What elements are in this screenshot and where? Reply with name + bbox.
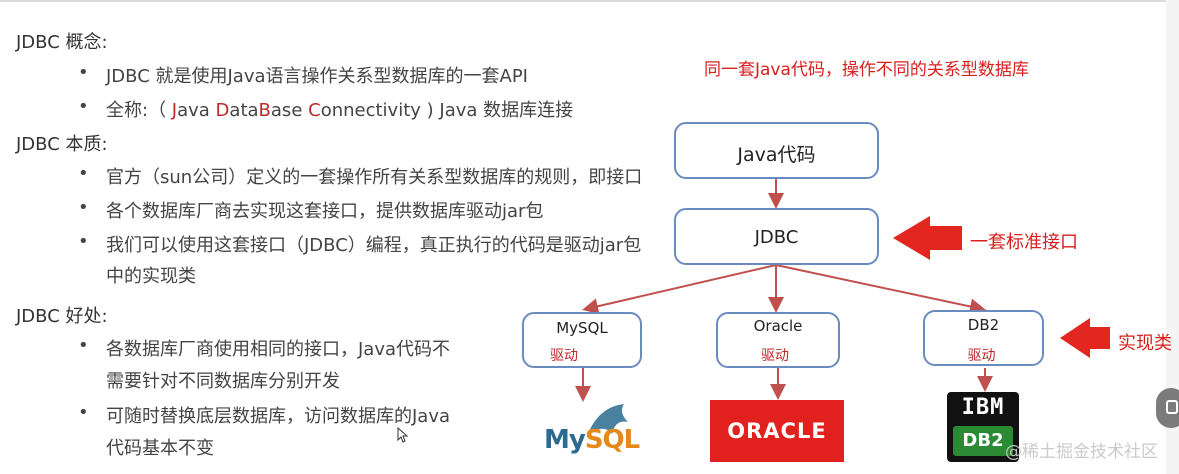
jdbc-box: JDBC — [674, 208, 879, 265]
standard-interface-note: 一套标准接口 — [970, 232, 1078, 253]
bullet-icon: • — [78, 197, 89, 218]
bullet-text: 各个数据库厂商去实现这套接口，提供数据库驱动jar包 — [106, 201, 544, 222]
bullet-text: JDBC 就是使用Java语言操作关系型数据库的一套API — [106, 66, 528, 87]
top-border — [0, 0, 1179, 2]
driver-name: MySQL — [556, 319, 608, 337]
bullet-icon: • — [78, 231, 89, 252]
driver-sub: 驱动 — [967, 348, 996, 364]
bullet-text: 各数据库厂商使用相同的接口，Java代码不 — [106, 339, 451, 360]
bullet-icon: • — [78, 62, 89, 83]
driver-sub: 驱动 — [550, 348, 578, 364]
driver-name: Oracle — [753, 317, 803, 335]
bullet-text: 官方（sun公司）定义的一套操作所有关系型数据库的规则，即接口 — [106, 167, 643, 188]
jdbc-label: JDBC — [754, 227, 799, 248]
bullet-icon: • — [78, 335, 89, 356]
implementation-note: 实现类 — [1118, 333, 1172, 354]
dolphin-icon — [588, 404, 628, 434]
db2-driver-box: DB2 驱动 — [923, 310, 1044, 366]
oracle-driver-box: Oracle 驱动 — [716, 312, 840, 368]
driver-sub: 驱动 — [761, 348, 789, 364]
section-title-concept: JDBC 概念: — [16, 32, 108, 53]
driver-name: DB2 — [967, 316, 1000, 334]
oracle-logo: ORACLE — [710, 400, 844, 462]
connector-jdbc-db2 — [775, 264, 986, 315]
bullet-icon: • — [78, 163, 89, 184]
mysql-wordmark: MySQL — [544, 425, 640, 455]
section-title-essence: JDBC 本质: — [16, 134, 108, 155]
java-code-label: Java代码 — [737, 144, 816, 166]
connector-jdbc-mysql — [582, 264, 777, 315]
watermark: @稀土掘金技术社区 — [1005, 442, 1158, 462]
diagram-caption: 同一套Java代码，操作不同的关系型数据库 — [704, 60, 1029, 80]
right-frame — [1166, 0, 1179, 474]
impl-pointer-arrow — [1060, 318, 1110, 358]
db2-wordmark: DB2 — [953, 426, 1013, 456]
copy-icon — [1166, 400, 1178, 414]
java-code-box: Java代码 — [674, 122, 879, 179]
bullet-text: 全称:（ Java DataBase Connectivity ) Java 数… — [106, 100, 574, 121]
section-title-benefits: JDBC 好处: — [16, 306, 108, 327]
bullet-text: 我们可以使用这套接口（JDBC）编程，真正执行的代码是驱动jar包 — [106, 235, 642, 256]
floating-side-button[interactable] — [1156, 388, 1179, 428]
bullet-icon: • — [78, 402, 89, 423]
bullet-text: 可随时替换底层数据库，访问数据库的Java — [106, 406, 451, 427]
mouse-cursor-icon — [397, 427, 409, 443]
jdbc-pointer-arrow — [893, 216, 962, 260]
ibm-db2-logo: IBM DB2 — [947, 392, 1019, 462]
ibm-wordmark: IBM — [961, 395, 1005, 420]
bullet-icon: • — [78, 96, 89, 117]
mysql-driver-box: MySQL 驱动 — [522, 312, 642, 368]
